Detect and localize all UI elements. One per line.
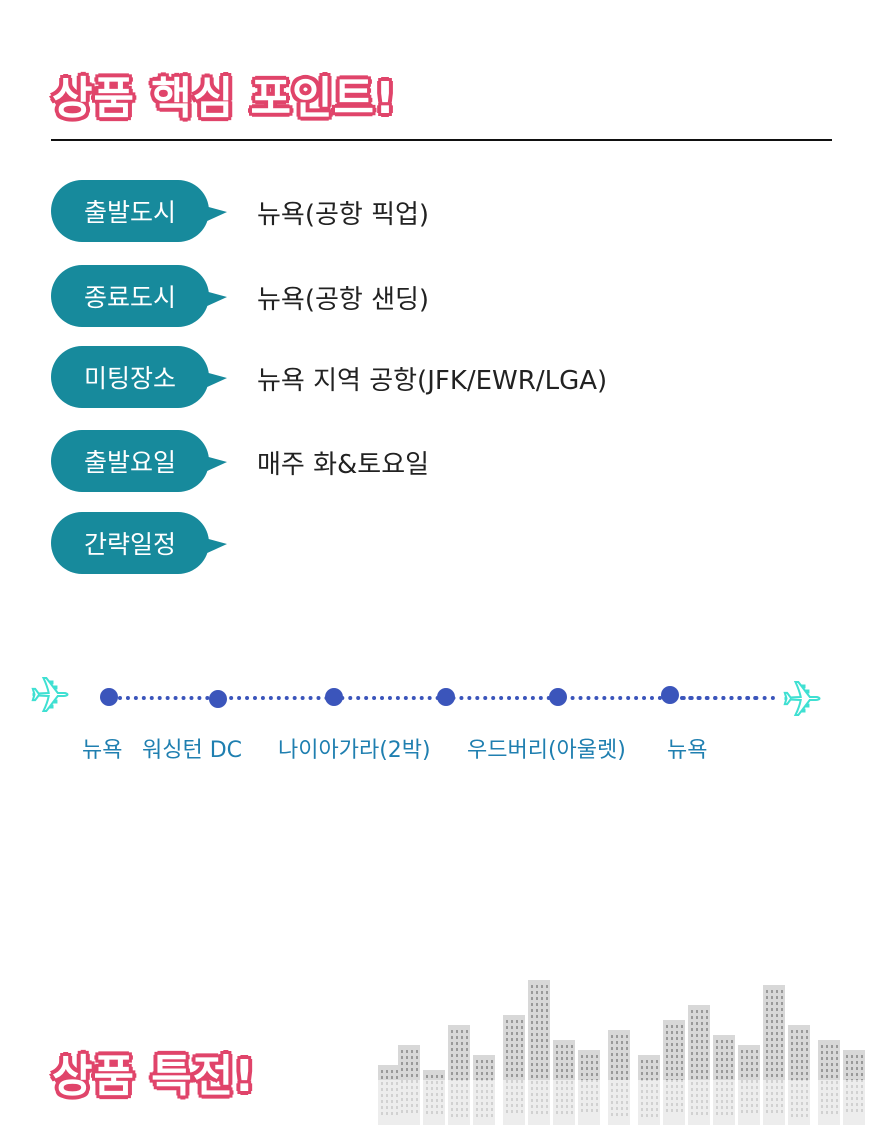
route-stop-dot <box>437 688 455 706</box>
label-pill: 종료도시 <box>51 265 227 327</box>
info-value: 뉴욕(공항 샌딩) <box>257 285 430 315</box>
route-stop-dot <box>209 690 227 708</box>
divider <box>51 139 832 141</box>
route-stop-dot <box>661 686 679 704</box>
label-pill: 출발요일 <box>51 430 227 492</box>
route-stop-dot <box>325 688 343 706</box>
airplane-icon: ✈ <box>29 667 71 725</box>
route-stop-label: 우드버리(아울렛) <box>467 738 626 763</box>
route-stop-label: 뉴욕 <box>667 738 708 763</box>
label-pill: 간략일정 <box>51 512 227 574</box>
info-value: 뉴욕 지역 공항(JFK/EWR/LGA) <box>257 366 608 396</box>
route-stop-dot <box>549 688 567 706</box>
route-stop-label: 나이아가라(2박) <box>278 738 431 763</box>
label-pill: 출발도시 <box>51 180 227 242</box>
route-stop-label: 워싱턴 DC <box>142 738 243 763</box>
info-value: 매주 화&토요일 <box>257 450 430 480</box>
airplane-icon: ✈ <box>781 671 823 729</box>
route-line-end <box>680 696 775 700</box>
city-skyline-illustration <box>378 980 868 1125</box>
label-pill: 미팅장소 <box>51 346 227 408</box>
section-title-key-points: 상품 핵심 포인트! <box>50 72 397 126</box>
info-value: 뉴욕(공항 픽업) <box>257 200 430 230</box>
section-title-benefits: 상품 특전! <box>50 1050 256 1104</box>
route-stop-label: 뉴욕 <box>82 738 123 763</box>
route-stop-dot <box>100 688 118 706</box>
